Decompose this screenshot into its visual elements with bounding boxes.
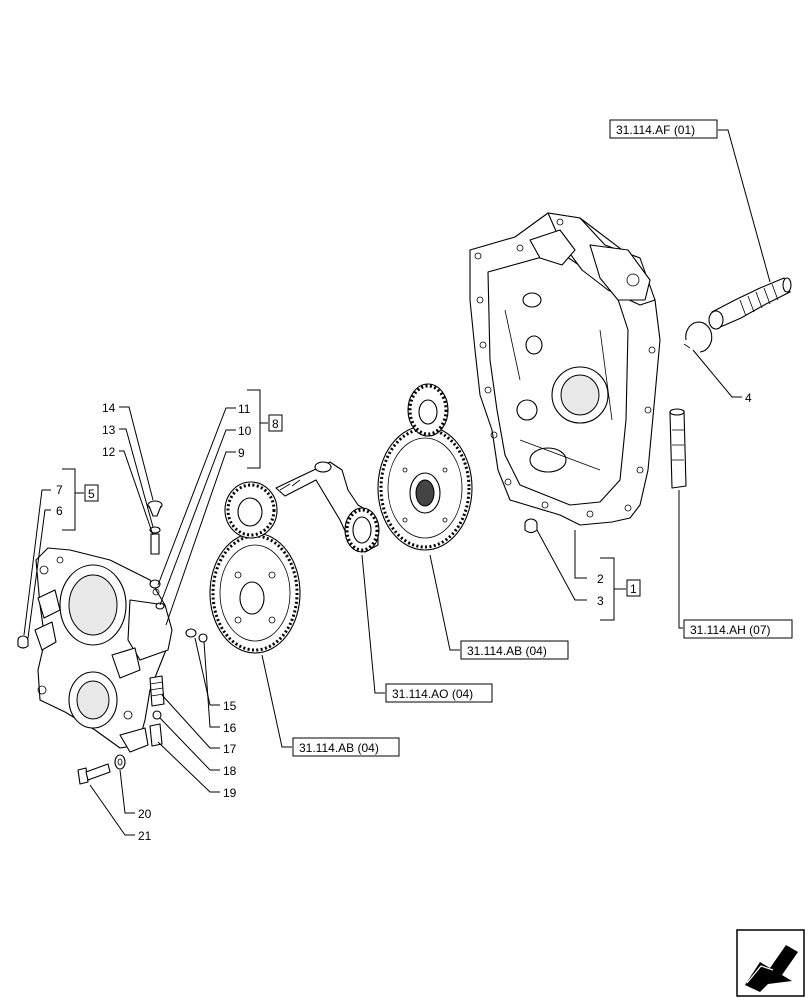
callout-13: 13 <box>102 423 116 437</box>
dowel-pin <box>669 408 687 489</box>
callout-3: 3 <box>597 594 604 608</box>
callout-6: 6 <box>56 504 63 518</box>
svg-text:31.114.AF (01): 31.114.AF (01) <box>616 123 695 137</box>
reference-31-114-ao[interactable]: 31.114.AO (04) <box>385 683 493 703</box>
relief-valve-parts <box>147 500 165 610</box>
callout-12: 12 <box>102 445 116 459</box>
svg-text:5: 5 <box>88 487 95 501</box>
splined-shaft <box>708 277 792 330</box>
front-cover <box>17 547 173 753</box>
svg-text:31.114.AB (04): 31.114.AB (04) <box>467 644 547 658</box>
callout-21: 21 <box>138 829 152 843</box>
svg-text:31.114.AH (07): 31.114.AH (07) <box>690 623 771 637</box>
group-label-8: 8 <box>268 414 283 432</box>
group-label-5: 5 <box>84 484 99 502</box>
svg-text:31.114.AB (04): 31.114.AB (04) <box>299 741 379 755</box>
plunger-parts <box>149 628 208 747</box>
reference-31-114-ah[interactable]: 31.114.AH (07) <box>683 619 793 639</box>
bolt-and-washer <box>77 754 126 785</box>
callout-numbers: 2 3 4 6 7 9 10 11 12 13 14 15 16 17 18 1… <box>56 391 752 843</box>
callout-18: 18 <box>223 764 237 778</box>
callout-19: 19 <box>223 786 237 800</box>
callout-9: 9 <box>238 446 245 460</box>
callout-16: 16 <box>223 721 237 735</box>
callout-20: 20 <box>138 807 152 821</box>
callout-7: 7 <box>56 483 63 497</box>
svg-text:1: 1 <box>630 582 637 596</box>
callout-10: 10 <box>238 424 252 438</box>
callout-2: 2 <box>597 572 604 586</box>
leader-lines <box>23 129 771 836</box>
reference-31-114-ab-upper[interactable]: 31.114.AB (04) <box>460 640 569 660</box>
group-label-1: 1 <box>626 579 641 597</box>
reference-31-114-af[interactable]: 31.114.AF (01) <box>609 119 718 139</box>
next-page-arrow-icon[interactable] <box>736 929 805 997</box>
svg-text:8: 8 <box>272 417 279 431</box>
circlip <box>683 321 713 353</box>
callout-17: 17 <box>223 742 237 756</box>
callout-4: 4 <box>745 391 752 405</box>
housing-plug <box>524 518 538 534</box>
callout-15: 15 <box>223 699 237 713</box>
large-gear-center <box>377 383 473 551</box>
callout-14: 14 <box>102 401 116 415</box>
svg-text:31.114.AO (04): 31.114.AO (04) <box>392 687 473 701</box>
idler-arm-assembly <box>275 461 380 553</box>
gear-pair-left <box>209 481 301 654</box>
reference-31-114-ab-lower[interactable]: 31.114.AB (04) <box>292 737 400 757</box>
gearbox-housing <box>469 212 661 526</box>
callout-11: 11 <box>238 402 251 416</box>
